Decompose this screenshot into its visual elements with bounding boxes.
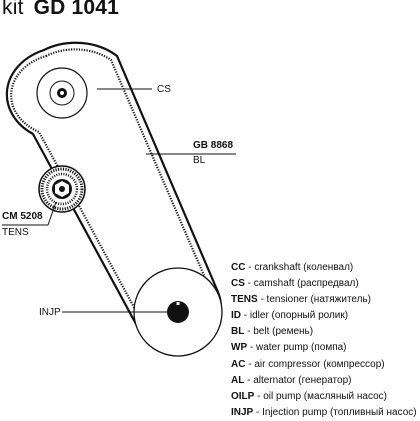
legend-text: - tensioner (натяжитель) (257, 294, 372, 306)
belt-type-label: BL (193, 155, 206, 166)
legend-abbr: AC (231, 358, 246, 370)
legend-text: - Injection pump (топливный насос) (253, 406, 417, 418)
legend-text: - air compressor (компрессор) (245, 358, 385, 370)
legend-abbr: AL (231, 374, 245, 386)
legend-text: - camshaft (распредвал) (244, 278, 359, 290)
injp-label: INJP (39, 307, 61, 318)
legend: CC - crankshaft (коленвал) CS - camshaft… (231, 260, 417, 421)
legend-abbr: WP (231, 342, 248, 354)
legend-item: CS - camshaft (распредвал) (231, 276, 417, 292)
legend-abbr: CC (231, 262, 246, 273)
legend-abbr: BL (231, 326, 245, 338)
legend-text: - water pump (помпа) (247, 342, 347, 354)
legend-text: - oil pump (масляный насос) (254, 390, 387, 402)
cs-label: CS (157, 84, 171, 95)
tensioner-type-label: TENS (2, 227, 29, 238)
tensioner-pulley (38, 165, 86, 213)
legend-item: WP - water pump (помпа) (231, 340, 417, 356)
legend-item: INJP - Injection pump (топливный насос) (231, 405, 417, 421)
tens-leader-diag (47, 201, 57, 226)
camshaft-pulley (36, 67, 88, 119)
legend-abbr: INJP (231, 406, 254, 418)
legend-item: BL - belt (ремень) (231, 324, 417, 340)
belt-teeth (10, 48, 218, 352)
legend-item: CC - crankshaft (коленвал) (231, 260, 417, 276)
legend-abbr: ID (231, 310, 241, 322)
legend-text: - crankshaft (коленвал) (245, 262, 354, 273)
kit-code: GD 1041 (33, 0, 120, 19)
legend-item: OILP - oil pump (масляный насос) (231, 389, 417, 405)
legend-text: - alternator (генератор) (244, 374, 352, 386)
kit-prefix: kit (2, 0, 24, 19)
legend-abbr: CS (231, 278, 245, 290)
tensioner-code-label: CM 5208 (2, 211, 43, 222)
legend-item: TENS - tensioner (натяжитель) (231, 292, 417, 308)
legend-text: - idler (опорный ролик) (241, 310, 349, 322)
legend-text: - belt (ремень) (244, 326, 314, 338)
legend-item: AC - air compressor (компрессор) (231, 357, 417, 373)
legend-item: ID - idler (опорный ролик) (231, 308, 417, 324)
legend-abbr: TENS (231, 294, 258, 306)
legend-abbr: OILP (231, 390, 255, 402)
legend-item: AL - alternator (генератор) (231, 373, 417, 389)
kit-title: kit GD 1041 (2, 0, 119, 20)
belt-code-label: GB 8868 (193, 140, 234, 151)
